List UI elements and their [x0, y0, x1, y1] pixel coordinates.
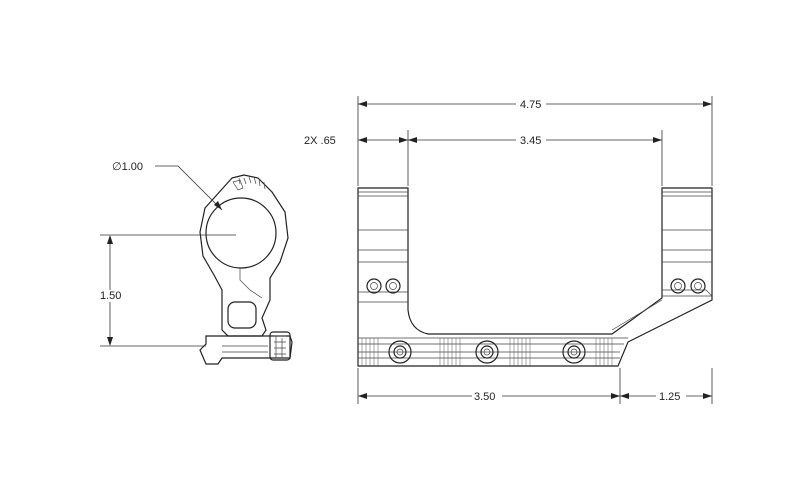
left-ring-screws	[366, 278, 401, 294]
lightening-cutout	[227, 301, 257, 329]
top-serrations	[238, 176, 266, 190]
front-view	[357, 187, 713, 367]
base-jaw	[199, 335, 293, 365]
cross-bolt-head	[269, 331, 291, 361]
diameter-label: ∅1.00	[112, 161, 143, 173]
right-ring-bands	[662, 191, 712, 297]
height-dimension: 1.50	[100, 234, 236, 347]
cantilever-arm	[611, 289, 713, 331]
top-slot	[232, 179, 244, 191]
rail-base-lines	[358, 337, 628, 359]
height-label: 1.50	[100, 290, 121, 302]
mount-outline	[357, 187, 713, 367]
base-length-dimension: 3.50	[358, 391, 620, 403]
overall-length-label: 4.75	[520, 99, 541, 111]
ring-spacing-dimension: 3.45	[408, 135, 662, 147]
right-ring-screws	[670, 278, 706, 294]
ring-outer-profile	[199, 174, 289, 337]
split-line	[239, 268, 263, 299]
base-length-label: 3.50	[474, 391, 495, 403]
ring-width-dimension: 2X .65	[304, 135, 408, 147]
bore-circle	[205, 197, 277, 269]
extension-lines	[357, 96, 713, 404]
ring-width-label: 2X .65	[304, 135, 336, 147]
left-ring-bands	[358, 191, 408, 303]
side-view	[199, 174, 293, 365]
base-bolts	[388, 340, 586, 364]
ring-spacing-label: 3.45	[520, 135, 541, 147]
offset-label: 1.25	[659, 391, 680, 403]
base-detail	[222, 336, 283, 358]
overall-length-dimension: 4.75	[358, 99, 712, 111]
base-serrations	[361, 338, 613, 366]
diameter-callout: ∅1.00	[112, 161, 223, 211]
offset-dimension: 1.25	[620, 391, 712, 403]
